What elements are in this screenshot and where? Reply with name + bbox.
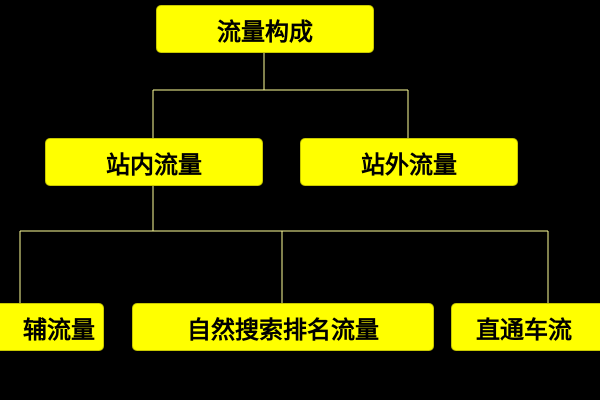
node-offsite-traffic: 站外流量: [300, 138, 518, 186]
node-onsite-traffic: 站内流量: [45, 138, 263, 186]
node-through-train-traffic: 直通车流: [451, 303, 600, 351]
node-traffic-composition: 流量构成: [156, 5, 374, 53]
node-label: 自然搜索排名流量: [187, 315, 379, 344]
node-label: 站外流量: [361, 150, 457, 179]
node-label: 辅流量: [23, 315, 95, 344]
node-label: 站内流量: [106, 150, 202, 179]
node-label: 直通车流: [476, 315, 572, 344]
node-auxiliary-traffic: 辅流量: [0, 303, 104, 351]
node-organic-search-traffic: 自然搜索排名流量: [132, 303, 434, 351]
node-label: 流量构成: [217, 17, 313, 46]
